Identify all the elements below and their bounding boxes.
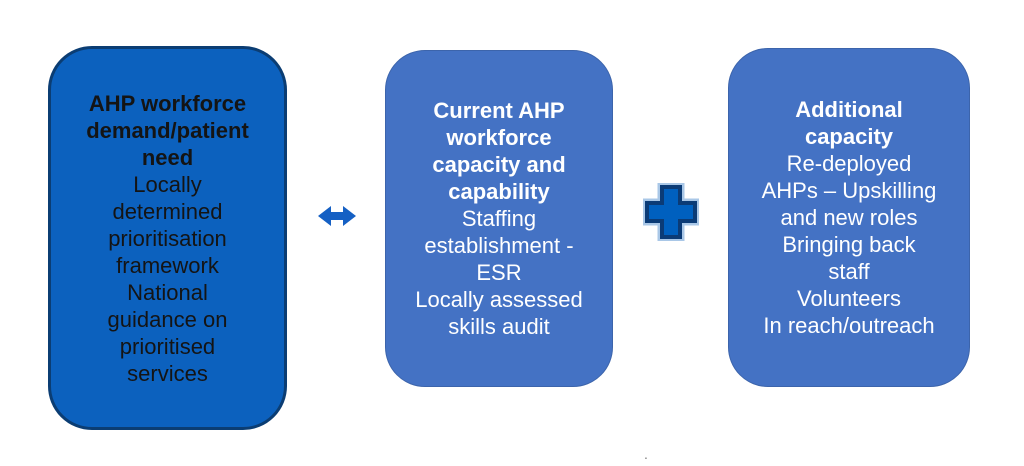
double-arrow-icon <box>318 206 356 226</box>
box-current-ahp-workforce-capacity-body: Staffing establishment - ESR Locally ass… <box>415 206 583 339</box>
box-ahp-workforce-demand-body: Locally determined prioritisation framew… <box>107 171 228 386</box>
plus-icon <box>643 183 699 241</box>
stray-period-mark: . <box>644 446 648 462</box>
box-current-ahp-workforce-capacity: Current AHP workforce capacity and capab… <box>385 50 613 387</box>
box-additional-capacity-body: Re-deployed AHPs – Upskilling and new ro… <box>761 151 937 338</box>
box-additional-capacity-title: Additional capacity <box>795 97 903 149</box>
box-current-ahp-workforce-capacity-title: Current AHP workforce capacity and capab… <box>432 98 566 204</box>
box-ahp-workforce-demand-title: AHP workforce demand/patient need <box>86 90 249 170</box>
box-additional-capacity: Additional capacity Re-deployed AHPs – U… <box>728 48 970 387</box>
box-ahp-workforce-demand: AHP workforce demand/patient need Locall… <box>48 46 287 430</box>
